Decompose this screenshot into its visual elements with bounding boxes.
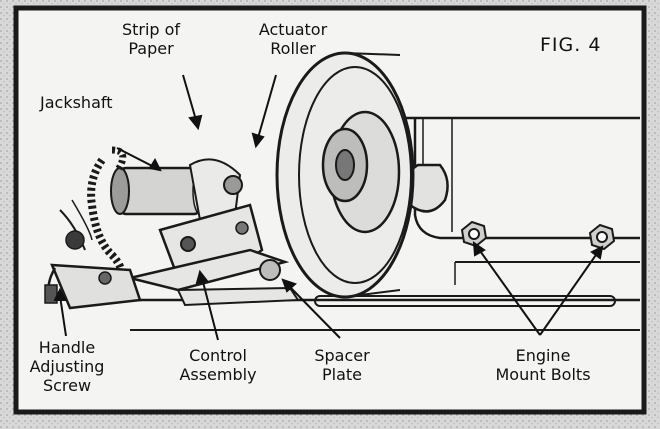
pulley-wheel (275, 51, 415, 299)
label-jackshaft: Jackshaft (40, 93, 113, 112)
label-control-line-2: Assembly (179, 365, 257, 384)
control-assembly-part (129, 203, 300, 307)
label-actuator-roller-line-2: Roller (270, 39, 316, 58)
leader-control-assembly (201, 277, 219, 341)
label-actuator-roller-line-1: Actuator (258, 20, 328, 39)
label-spacer-line-1: Spacer (314, 346, 370, 365)
label-handle-line-3: Screw (42, 376, 92, 395)
figure-number: FIG. 4 (540, 34, 602, 56)
leader-mount-bolt-right (539, 251, 599, 336)
label-engine-mount-bolts: Engine Mount Bolts (488, 346, 598, 384)
label-handle-line-2: Adjusting (29, 357, 105, 376)
label-strip-of-paper-line-1: Strip of (121, 20, 181, 39)
label-actuator-roller: Actuator Roller (248, 20, 338, 58)
label-handle-line-1: Handle (38, 338, 96, 357)
label-spacer-line-2: Plate (321, 365, 362, 384)
label-engine-line-1: Engine (515, 346, 571, 365)
leader-handle-adjusting-screw (59, 295, 67, 337)
leader-strip-of-paper (182, 74, 197, 121)
label-engine-line-2: Mount Bolts (495, 365, 591, 384)
label-control-line-1: Control (189, 346, 247, 365)
callout-leaders (53, 74, 604, 341)
engine-mount-bolts-part (460, 220, 616, 251)
leader-spacer-plate (287, 284, 341, 339)
leader-mount-bolt-left (477, 247, 541, 336)
jackshaft-assembly (110, 158, 243, 222)
handle-adjusting-screw-part (44, 230, 142, 310)
leader-actuator-roller (257, 74, 277, 139)
label-spacer-plate: Spacer Plate (300, 346, 384, 384)
label-control-assembly: Control Assembly (170, 346, 266, 384)
chain-sprocket (59, 146, 127, 277)
label-handle-adjusting-screw: Handle Adjusting Screw (28, 338, 106, 395)
label-strip-of-paper: Strip of Paper (106, 20, 196, 58)
label-strip-of-paper-line-2: Paper (128, 39, 174, 58)
